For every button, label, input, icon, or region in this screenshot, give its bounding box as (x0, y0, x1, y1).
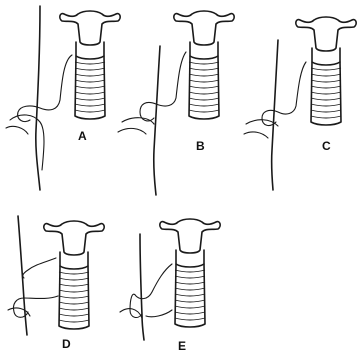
recurrent-nerve-b (140, 52, 186, 121)
recurrent-nerve-c (262, 62, 306, 125)
panel-label-b: B (196, 139, 205, 153)
panel-label-a: A (78, 129, 87, 143)
panel-b: B (118, 11, 234, 195)
vagus-nerve-b (154, 46, 160, 195)
panel-a: A (6, 6, 120, 190)
vagus-nerve-c (272, 40, 278, 190)
recurrent-nerve-d (23, 258, 56, 278)
panel-d: D (8, 216, 104, 351)
recurrent-nerve-a (18, 55, 72, 122)
panel-label-c: C (322, 139, 331, 153)
vagus-nerve-e (140, 234, 144, 340)
recurrent-nerve-e (130, 264, 172, 317)
panel-e: E (120, 219, 220, 353)
panel-c: C (244, 17, 356, 190)
vagus-nerve-a (36, 6, 40, 190)
panel-label-d: D (62, 337, 71, 351)
panel-label-e: E (178, 339, 186, 353)
